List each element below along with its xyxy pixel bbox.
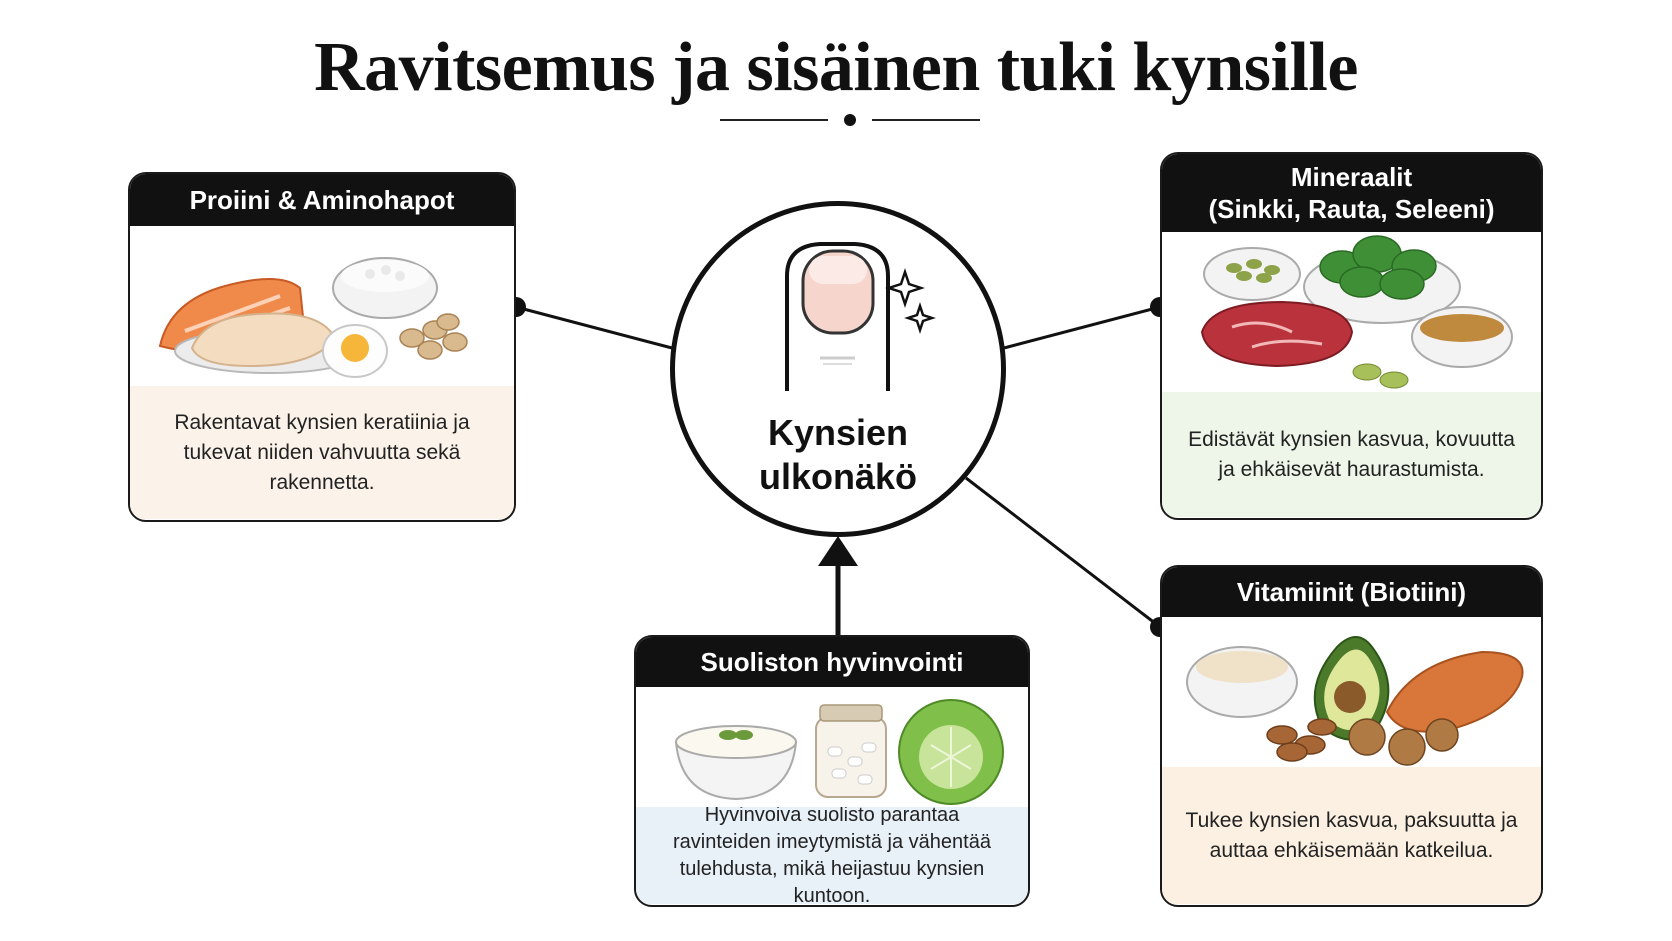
center-circle: Kynsien ulkonäkö xyxy=(670,201,1006,537)
card-gut: Suoliston hyvinvointi Hyvinvoiva suolist… xyxy=(634,635,1030,907)
card-vitamins-description: Tukee kynsien kasvua, paksuutta ja autta… xyxy=(1162,767,1541,904)
sweet-potato-icon xyxy=(1385,650,1524,733)
pumpkin-seeds-bowl-icon xyxy=(1203,247,1301,301)
connector-minerals xyxy=(1003,305,1161,350)
card-gut-title: Suoliston hyvinvointi xyxy=(636,637,1028,687)
page-title: Ravitsemus ja sisäinen tuki kynsille xyxy=(314,29,1358,106)
card-protein: Proiini & Aminohapot Rakentavat kynsien … xyxy=(128,172,516,522)
arrowhead-gut xyxy=(818,536,858,566)
red-meat-icon xyxy=(1200,300,1354,368)
card-protein-title: Proiini & Aminohapot xyxy=(130,174,514,226)
cabbage-icon xyxy=(898,699,1004,805)
card-minerals: Mineraalit (Sinkki, Rauta, Seleeni) Edis… xyxy=(1160,152,1543,520)
card-minerals-title: Mineraalit (Sinkki, Rauta, Seleeni) xyxy=(1162,154,1541,232)
fingernail-icon xyxy=(785,242,936,391)
walnuts-icon xyxy=(1348,718,1459,766)
almonds-icon xyxy=(1266,718,1337,762)
probiotic-jar-icon xyxy=(815,704,887,798)
nuts-icon xyxy=(399,313,468,360)
connector-protein xyxy=(515,305,673,350)
connector-vitamins xyxy=(965,476,1161,629)
card-minerals-description: Edistävät kynsien kasvua, kovuutta ja eh… xyxy=(1162,392,1541,517)
card-gut-description: Hyvinvoiva suolisto parantaa ravinteiden… xyxy=(636,804,1028,905)
card-protein-description: Rakentavat kynsien keratiinia ja tukevat… xyxy=(130,386,514,519)
avocado-icon xyxy=(1313,636,1390,741)
biotin-foods-illustration xyxy=(1162,617,1541,767)
card-vitamins-title: Vitamiinit (Biotiini) xyxy=(1162,567,1541,617)
protein-foods-illustration xyxy=(130,226,514,386)
gut-foods-illustration xyxy=(636,687,1028,807)
yogurt-bowl-icon xyxy=(674,725,798,801)
sparkle-icon-small xyxy=(904,302,936,334)
sparkle-icon xyxy=(885,268,925,308)
mineral-foods-illustration xyxy=(1162,232,1541,392)
title-divider xyxy=(720,114,980,126)
center-label: Kynsien ulkonäkö xyxy=(758,412,918,497)
card-vitamins: Vitamiinit (Biotiini) Tukee kynsien kasv… xyxy=(1160,565,1543,907)
